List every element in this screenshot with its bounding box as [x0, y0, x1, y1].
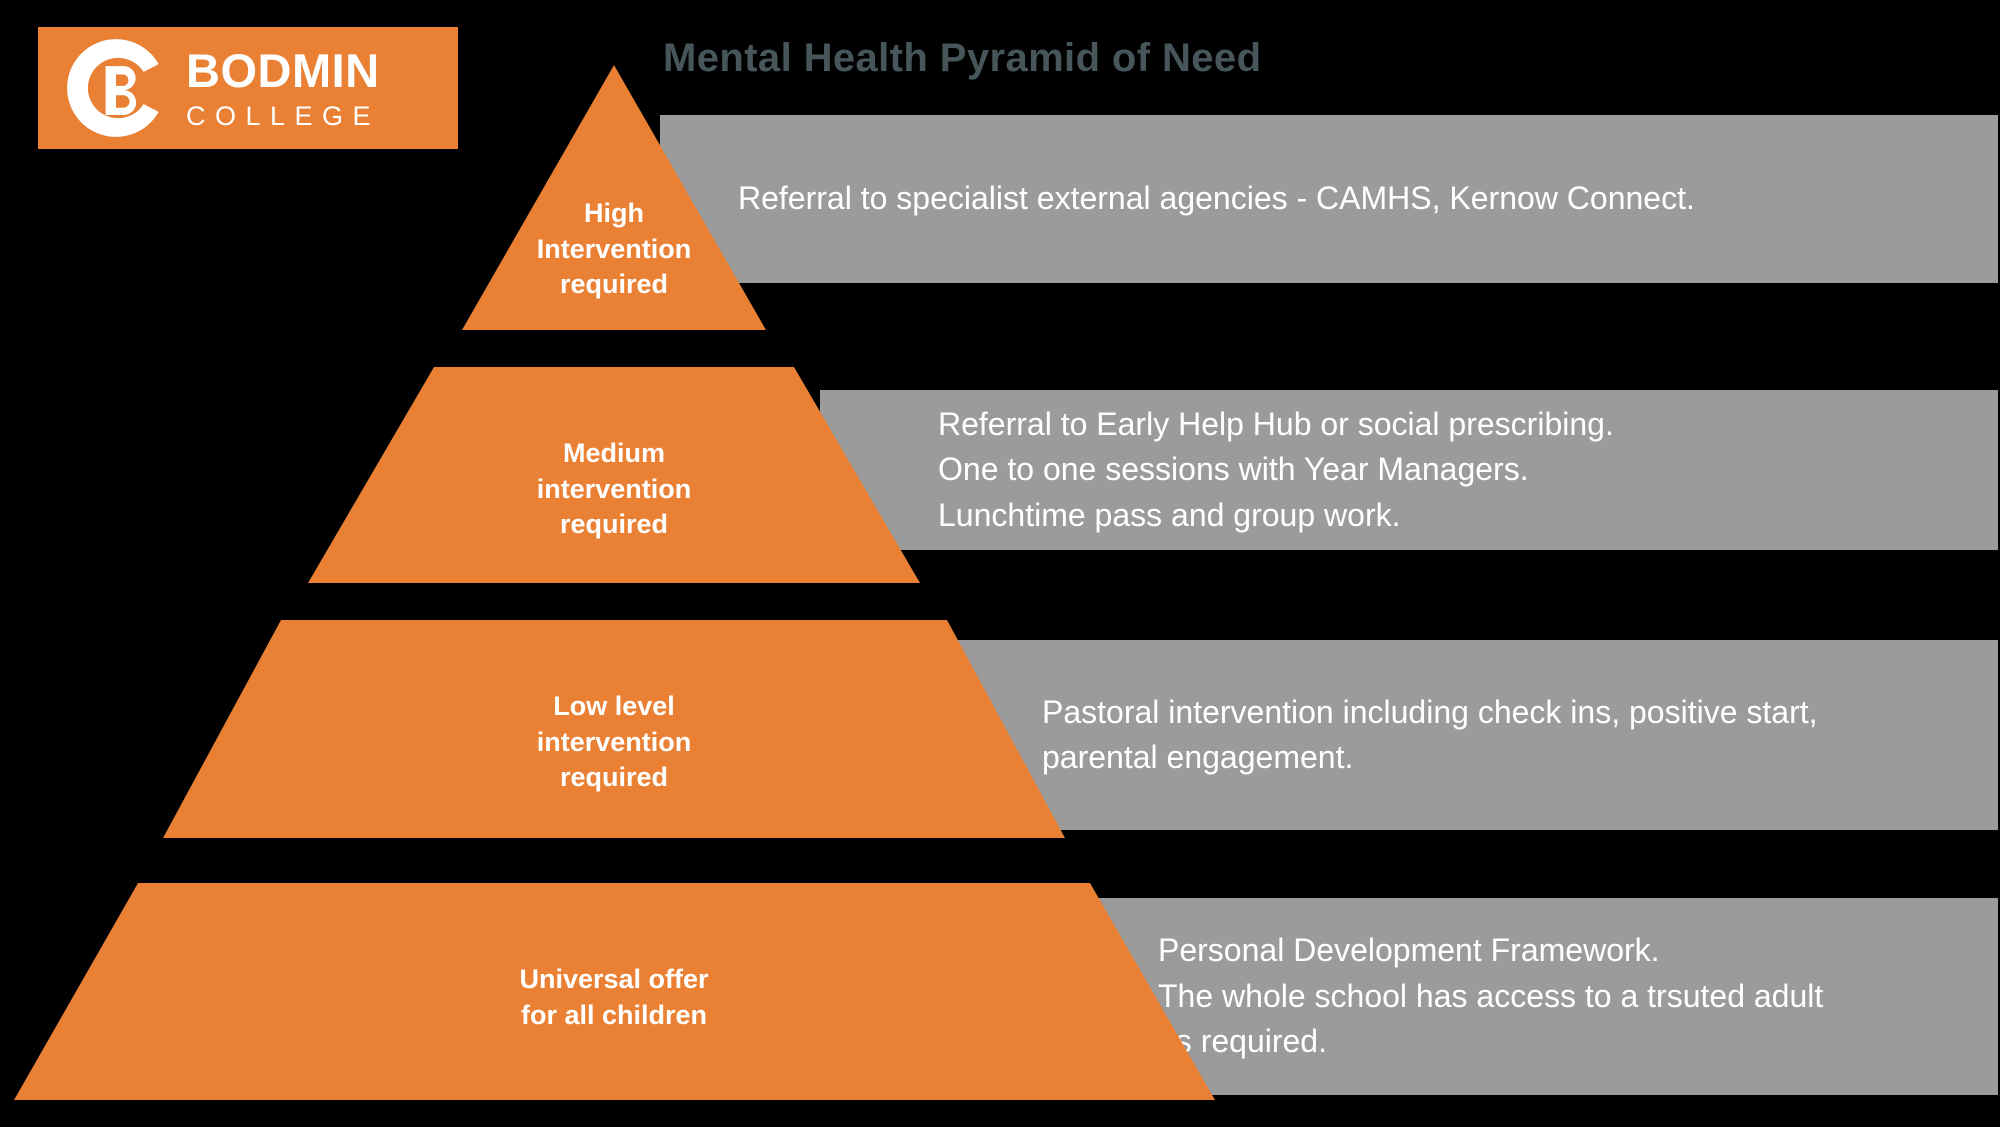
- logo-wordmark: BODMIN COLLEGE: [186, 47, 380, 130]
- description-bar-medium: Referral to Early Help Hub or social pre…: [820, 390, 1998, 550]
- description-text-high: Referral to specialist external agencies…: [738, 180, 1695, 217]
- logo-name: BODMIN: [186, 43, 380, 97]
- description-text-medium: Referral to Early Help Hub or social pre…: [938, 405, 1614, 533]
- page-title: Mental Health Pyramid of Need: [663, 36, 1262, 80]
- bodmin-college-logo: BODMIN COLLEGE: [38, 27, 458, 149]
- description-text-low: Pastoral intervention including check in…: [1042, 693, 1818, 775]
- bodmin-bc-monogram-icon: [67, 39, 159, 137]
- tier-label-universal: Universal offer for all children: [519, 964, 709, 1030]
- tier-label-low: Low level intervention required: [536, 691, 692, 793]
- description-bar-low: Pastoral intervention including check in…: [930, 640, 1998, 830]
- tier-label-medium: Medium intervention required: [536, 438, 692, 540]
- description-bar-high: Referral to specialist external agencies…: [660, 115, 1998, 283]
- description-text-universal: Personal Development Framework. The whol…: [1158, 932, 1824, 1060]
- description-bar-universal: Personal Development Framework. The whol…: [1070, 898, 1998, 1095]
- logo-subtitle: COLLEGE: [186, 100, 381, 131]
- tier-label-high: High Intervention required: [536, 198, 692, 300]
